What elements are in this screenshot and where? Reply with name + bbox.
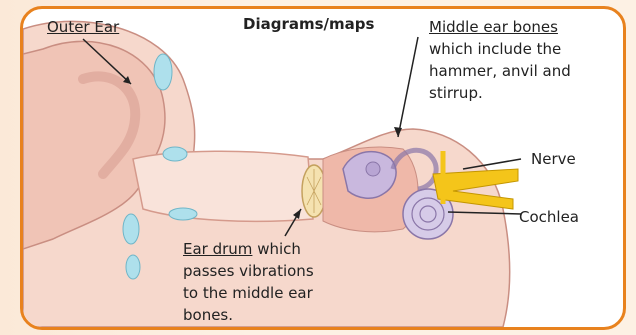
cartilage-2 — [163, 147, 187, 161]
cartilage-3 — [123, 214, 139, 244]
cartilage-1 — [154, 54, 172, 90]
ear-drum-desc-2: to the middle ear — [183, 283, 313, 303]
ear-drum-which: which — [252, 240, 300, 258]
ear-canal — [133, 151, 313, 221]
ossicle-knob — [366, 162, 380, 176]
cartilage-5 — [126, 255, 140, 279]
cartilage-4 — [169, 208, 197, 220]
middle-ear-bones-desc-3: stirrup. — [429, 83, 483, 103]
cochlea-label: Cochlea — [519, 207, 579, 227]
ear-drum-label-line: Ear drum which — [183, 239, 301, 259]
outer-ear-label: Outer Ear — [47, 17, 119, 37]
ear-drum-desc-1: passes vibrations — [183, 261, 314, 281]
diagram-title: Diagrams/maps — [243, 14, 374, 34]
middle-ear-bones-desc-1: which include the — [429, 39, 561, 59]
diagram-frame: Outer Ear Diagrams/maps Middle ear bones… — [20, 6, 626, 330]
ear-drum-label: Ear drum — [183, 240, 252, 258]
ear-drum-desc-3: bones. — [183, 305, 233, 325]
middle-ear-bones-label: Middle ear bones — [429, 17, 558, 37]
nerve-label: Nerve — [531, 149, 576, 169]
middle-ear-bones-desc-2: hammer, anvil and — [429, 61, 571, 81]
